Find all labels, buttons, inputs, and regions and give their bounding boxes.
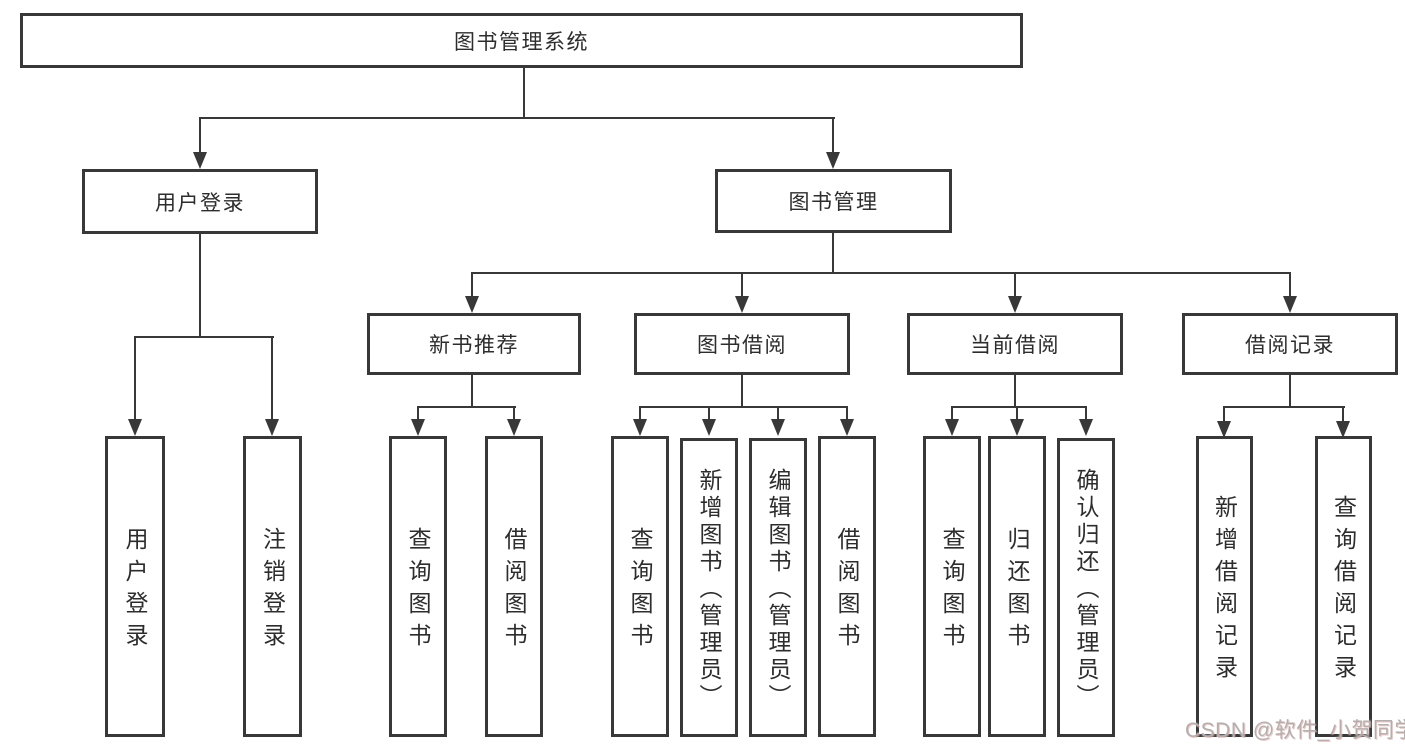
arrowhead-down-icon xyxy=(945,419,959,436)
connector-line-vertical xyxy=(1014,375,1016,408)
connector-line-vertical xyxy=(271,336,273,421)
node-confirm-return-admin: 确认归还（管理员） xyxy=(1057,438,1115,737)
connector-line-vertical xyxy=(513,406,515,421)
connector-line-vertical xyxy=(471,375,473,408)
node-book-management: 图书管理 xyxy=(715,169,952,233)
node-label: 查询图书 xyxy=(405,527,431,655)
connector-line-vertical xyxy=(832,117,834,154)
node-user-login: 用户登录 xyxy=(82,169,318,234)
node-logout-action: 注销登录 xyxy=(243,436,302,737)
connector-line-horizontal xyxy=(471,272,1291,274)
connector-line-vertical xyxy=(199,234,201,338)
connector-line-vertical xyxy=(134,336,136,421)
connector-line-vertical xyxy=(741,272,743,298)
connector-line-vertical xyxy=(741,375,743,408)
node-search-books-recommend: 查询图书 xyxy=(389,436,447,737)
connector-line-vertical xyxy=(471,272,473,298)
arrowhead-down-icon xyxy=(411,419,425,436)
arrowhead-down-icon xyxy=(771,419,785,436)
connector-line-vertical xyxy=(708,406,710,421)
arrowhead-down-icon xyxy=(702,419,716,436)
connector-line-vertical xyxy=(1014,272,1016,298)
arrowhead-down-icon xyxy=(1283,296,1297,313)
node-label: 借阅记录 xyxy=(1245,334,1335,357)
node-label: 新书推荐 xyxy=(429,334,519,357)
csdn-watermark: CSDN @软件_小贺同学 xyxy=(1185,719,1405,742)
node-add-borrowing-record: 新增借阅记录 xyxy=(1196,436,1253,737)
node-label: 图书管理 xyxy=(788,191,879,214)
arrowhead-down-icon xyxy=(735,296,749,313)
arrowhead-down-icon xyxy=(1217,421,1231,438)
connector-line-vertical xyxy=(1342,406,1344,421)
arrowhead-down-icon xyxy=(1079,419,1093,436)
node-label: 用户登录 xyxy=(122,527,148,655)
connector-line-vertical xyxy=(417,406,419,421)
node-label: 当前借阅 xyxy=(970,334,1060,357)
connector-line-horizontal xyxy=(199,117,835,119)
connector-line-vertical xyxy=(639,406,641,421)
arrowhead-down-icon xyxy=(1010,419,1024,436)
node-label: 查询图书 xyxy=(627,527,653,655)
connector-line-vertical xyxy=(832,233,834,274)
connector-line-vertical xyxy=(1223,406,1225,421)
node-label: 查询借阅记录 xyxy=(1330,495,1357,687)
connector-line-vertical xyxy=(199,117,201,154)
connector-line-vertical xyxy=(951,406,953,421)
connector-line-horizontal xyxy=(417,406,516,408)
node-label: 归还图书 xyxy=(1004,527,1030,655)
node-label: 借阅图书 xyxy=(834,527,860,655)
node-label: 新增图书（管理员） xyxy=(696,468,722,711)
node-label: 注销登录 xyxy=(259,527,286,655)
node-borrowing-records: 借阅记录 xyxy=(1182,313,1398,375)
node-library-management-system: 图书管理系统 xyxy=(20,13,1023,68)
arrowhead-down-icon xyxy=(826,152,840,169)
node-label: 用户登录 xyxy=(155,191,245,215)
node-label: 借阅图书 xyxy=(501,527,527,655)
connector-line-vertical xyxy=(1085,406,1087,421)
arrowhead-down-icon xyxy=(1008,296,1022,313)
connector-line-horizontal xyxy=(639,406,848,408)
arrowhead-down-icon xyxy=(840,419,854,436)
connector-line-vertical xyxy=(1016,406,1018,421)
node-user-login-action: 用户登录 xyxy=(105,436,165,737)
node-search-books-borrowing: 查询图书 xyxy=(611,436,669,737)
node-add-book-admin: 新增图书（管理员） xyxy=(680,438,738,737)
arrowhead-down-icon xyxy=(265,419,279,436)
connector-line-vertical xyxy=(846,406,848,421)
node-label: 新增借阅记录 xyxy=(1211,495,1238,687)
node-search-borrowing-record: 查询借阅记录 xyxy=(1315,436,1372,737)
arrowhead-down-icon xyxy=(1336,421,1350,438)
node-label: 编辑图书（管理员） xyxy=(765,468,791,711)
arrowhead-down-icon xyxy=(193,152,207,169)
node-label: 查询图书 xyxy=(939,527,965,655)
arrowhead-down-icon xyxy=(633,419,647,436)
node-search-books-current: 查询图书 xyxy=(923,436,981,737)
node-current-borrowing: 当前借阅 xyxy=(907,313,1123,375)
node-book-borrowing: 图书借阅 xyxy=(634,313,850,375)
arrowhead-down-icon xyxy=(465,296,479,313)
arrowhead-down-icon xyxy=(128,419,142,436)
connector-line-horizontal xyxy=(951,406,1087,408)
connector-line-vertical xyxy=(1289,375,1291,408)
node-borrow-books-recommend: 借阅图书 xyxy=(485,436,543,737)
connector-line-vertical xyxy=(777,406,779,421)
connector-line-vertical xyxy=(523,68,525,118)
node-label: 图书管理系统 xyxy=(454,30,589,54)
node-edit-book-admin: 编辑图书（管理员） xyxy=(749,438,807,737)
connector-line-horizontal xyxy=(134,336,274,338)
node-label: 图书借阅 xyxy=(697,334,787,357)
node-borrow-books-action: 借阅图书 xyxy=(818,436,876,737)
connector-line-vertical xyxy=(1289,272,1291,298)
node-new-book-recommendation: 新书推荐 xyxy=(367,313,581,375)
node-return-books: 归还图书 xyxy=(988,436,1046,737)
connector-line-horizontal xyxy=(1223,406,1345,408)
arrowhead-down-icon xyxy=(507,419,521,436)
node-label: 确认归还（管理员） xyxy=(1073,468,1099,711)
